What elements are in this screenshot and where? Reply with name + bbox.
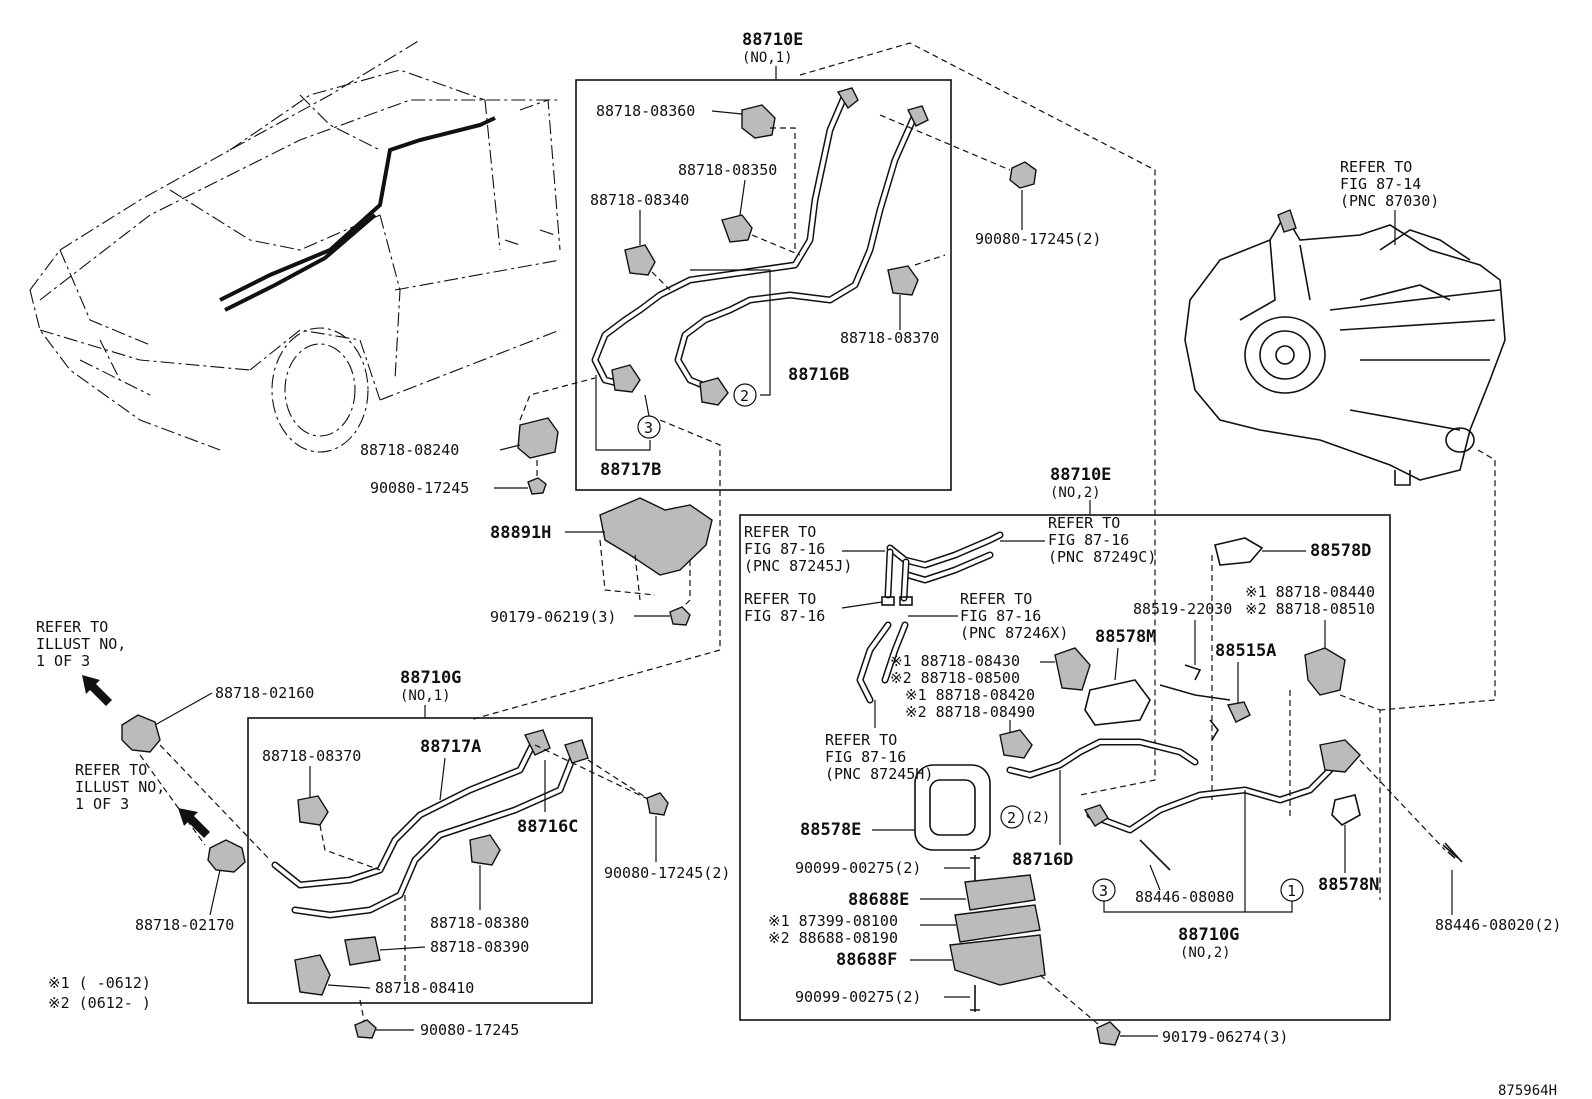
callout-1: 1 — [1287, 882, 1296, 900]
label-87399-08100: ※1 87399-08100 — [768, 912, 898, 930]
label-88446-08020-2: 88446-08020(2) — [1435, 916, 1561, 934]
label-90080-17245-2-top: 90080-17245(2) — [975, 230, 1101, 248]
label-88718-08380: 88718-08380 — [430, 914, 529, 932]
label-88718-08240: 88718-08240 — [360, 441, 459, 459]
label-88710G-2-sub: (NO,2) — [1180, 945, 1231, 961]
refer-87-14-l2: FIG 87-14 — [1340, 175, 1421, 193]
label-88688F: 88688F — [836, 950, 897, 970]
assembly-88710E-no1: 88710E (NO,1) 88718-08360 88718-08350 88… — [575, 30, 1156, 796]
label-88710E-1: 88710E — [742, 30, 803, 50]
label-88717A: 88717A — [420, 737, 481, 757]
refer-87-16-x-l1: REFER TO — [960, 590, 1032, 608]
refer-87-16-h-l3: (PNC 87245H) — [825, 765, 933, 783]
label-88446-08080: 88446-08080 — [1135, 888, 1234, 906]
label-90080-17245-bottom: 90080-17245 — [420, 1021, 519, 1039]
refer-87-16-plain-l2: FIG 87-16 — [744, 607, 825, 625]
callout-2-bottom: 2 — [1007, 809, 1016, 827]
refer-87-16-x-l3: (PNC 87246X) — [960, 624, 1068, 642]
label-88718-08370-bottom: 88718-08370 — [262, 747, 361, 765]
refer-87-16-c-l3: (PNC 87249C) — [1048, 548, 1156, 566]
label-90179-06219-3: 90179-06219(3) — [490, 608, 616, 626]
assembly-88710G-no1: 88710G (NO,1) 88718-08370 88717A 88716C … — [247, 668, 730, 1039]
clip-88718-08240: 88718-08240 90080-17245 — [360, 377, 596, 497]
label-88718-08410: 88718-08410 — [375, 979, 474, 997]
label-90099-00275-2-b: 90099-00275(2) — [795, 988, 921, 1006]
note-2: ※2 (0612- ) — [48, 994, 151, 1012]
refer-87-14-l1: REFER TO — [1340, 158, 1412, 176]
refer-87-16-h-l1: REFER TO — [825, 731, 897, 749]
refer-illust-b-l3: 1 OF 3 — [75, 795, 129, 813]
vehicle-outline — [29, 39, 561, 453]
left-refers: REFER TO ILLUST NO, 1 OF 3 REFER TO ILLU… — [36, 618, 314, 1012]
refer-87-16-j-l3: (PNC 87245J) — [744, 557, 852, 575]
label-88718-08510: ※2 88718-08510 — [1245, 600, 1375, 618]
label-90080-17245-2-bottom: 90080-17245(2) — [604, 864, 730, 882]
label-88718-08430: ※1 88718-08430 — [890, 652, 1020, 670]
label-88718-08440: ※1 88718-08440 — [1245, 583, 1375, 601]
label-88515A: 88515A — [1215, 641, 1276, 661]
refer-87-16-c-l1: REFER TO — [1048, 514, 1120, 532]
label-88710E-1-sub: (NO,1) — [742, 50, 793, 66]
label-88891H: 88891H — [490, 523, 551, 543]
label-88688E: 88688E — [848, 890, 909, 910]
label-2-note: (2) — [1025, 810, 1050, 826]
refer-illust-a-l1: REFER TO — [36, 618, 108, 636]
label-88578N: 88578N — [1318, 875, 1379, 895]
refer-87-14-l3: (PNC 87030) — [1340, 192, 1439, 210]
assembly-88710E-no2: 88710E (NO,2) REFER TO FIG 87-16 (PNC 87… — [739, 465, 1391, 1031]
label-88578E: 88578E — [800, 820, 861, 840]
label-88718-08390: 88718-08390 — [430, 938, 529, 956]
label-88716B: 88716B — [788, 365, 849, 385]
note-1: ※1 ( -0612) — [48, 974, 151, 992]
label-88717B: 88717B — [600, 460, 661, 480]
label-90080-17245-mid: 90080-17245 — [370, 479, 469, 497]
label-88519-22030: 88519-22030 — [1133, 600, 1232, 618]
refer-87-16-c-l2: FIG 87-16 — [1048, 531, 1129, 549]
label-88710G-2: 88710G — [1178, 925, 1239, 945]
refer-illust-a-l2: ILLUST NO, — [36, 635, 126, 653]
refer-87-16-plain-l1: REFER TO — [744, 590, 816, 608]
label-88718-08360: 88718-08360 — [596, 102, 695, 120]
callout-3-bottom: 3 — [1099, 882, 1108, 900]
label-88710G-1-sub: (NO,1) — [400, 688, 451, 704]
refer-illust-b-l1: REFER TO — [75, 761, 147, 779]
label-88718-08340: 88718-08340 — [590, 191, 689, 209]
label-88710G-1: 88710G — [400, 668, 461, 688]
label-88718-02170: 88718-02170 — [135, 916, 234, 934]
hvac-unit: REFER TO FIG 87-14 (PNC 87030) — [1184, 158, 1506, 711]
label-90179-06274-3: 90179-06274(3) — [1162, 1028, 1288, 1046]
label-88718-08370-top: 88718-08370 — [840, 329, 939, 347]
label-88718-08350: 88718-08350 — [678, 161, 777, 179]
label-88718-02160: 88718-02160 — [215, 684, 314, 702]
label-88716D: 88716D — [1012, 850, 1073, 870]
callout-2-top: 2 — [740, 387, 749, 405]
label-88718-08500: ※2 88718-08500 — [890, 669, 1020, 687]
callout-3-top: 3 — [644, 419, 653, 437]
nut-90179-06274-3: 90179-06274(3) — [1096, 1021, 1288, 1046]
nut-90080-17245-2-top: 90080-17245(2) — [975, 161, 1101, 248]
label-88718-08490: ※2 88718-08490 — [905, 703, 1035, 721]
figure-code: 875964H — [1498, 1083, 1557, 1099]
label-88578M: 88578M — [1095, 627, 1156, 647]
label-90099-00275-2-a: 90099-00275(2) — [795, 859, 921, 877]
bolt-88446-08020-2: 88446-08020(2) — [1359, 759, 1561, 934]
label-88688-08190: ※2 88688-08190 — [768, 929, 898, 947]
label-88710E-2: 88710E — [1050, 465, 1111, 485]
refer-87-16-h-l2: FIG 87-16 — [825, 748, 906, 766]
refer-87-16-x-l2: FIG 87-16 — [960, 607, 1041, 625]
label-88716C: 88716C — [517, 817, 578, 837]
refer-87-16-j-l1: REFER TO — [744, 523, 816, 541]
label-88710E-2-sub: (NO,2) — [1050, 485, 1101, 501]
label-88718-08420: ※1 88718-08420 — [905, 686, 1035, 704]
refer-illust-b-l2: ILLUST NO, — [75, 778, 165, 796]
refer-illust-a-l3: 1 OF 3 — [36, 652, 90, 670]
refer-87-16-j-l2: FIG 87-16 — [744, 540, 825, 558]
bracket-88891H: 88891H 90179-06219(3) — [469, 419, 721, 721]
label-88578D: 88578D — [1310, 541, 1371, 561]
